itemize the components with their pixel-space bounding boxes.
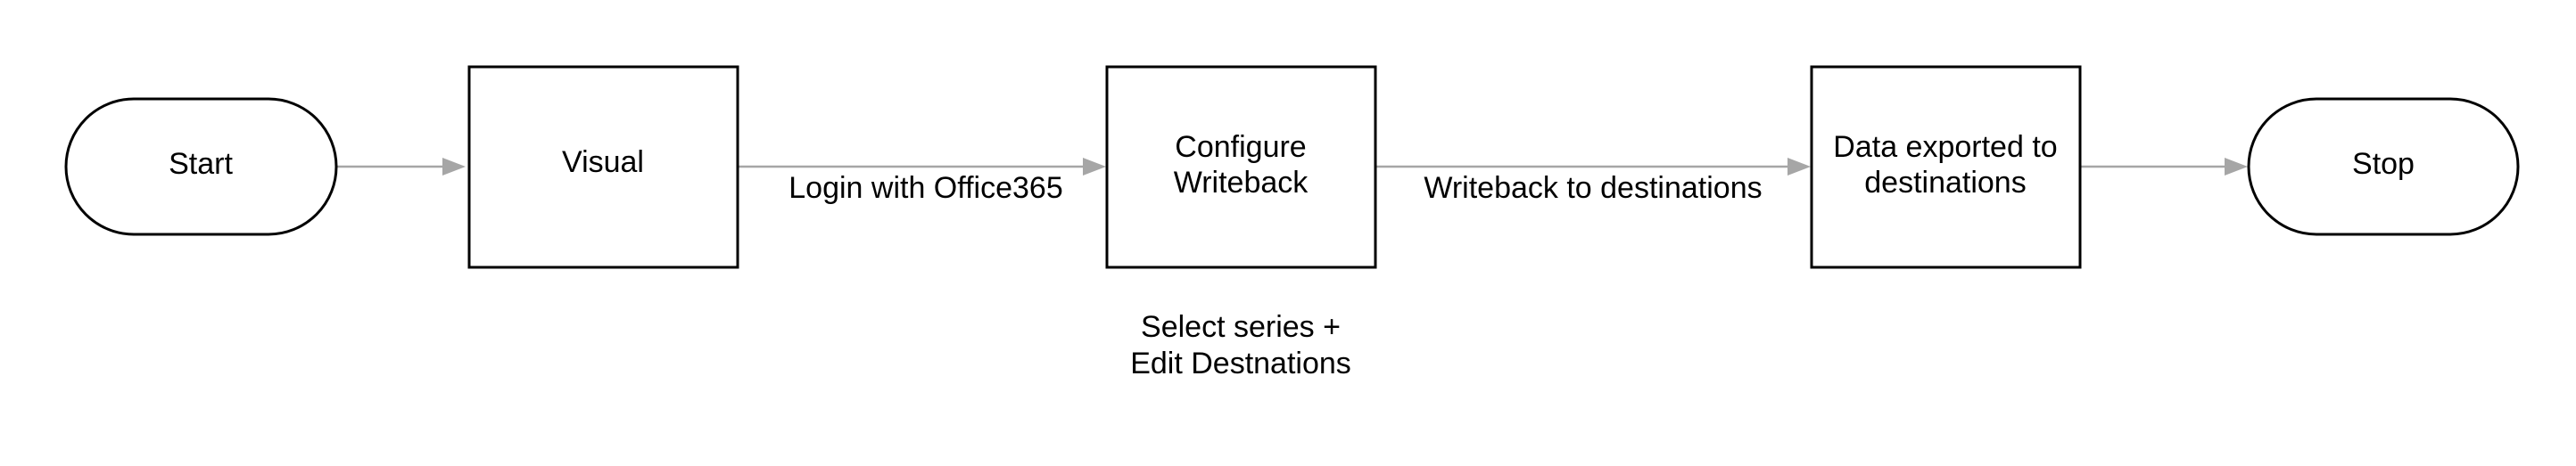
process-shape-visual <box>467 65 739 269</box>
node-stop: Stop <box>2247 97 2520 236</box>
node-configure-label-line2: Writeback <box>1174 166 1309 200</box>
note-select-series: Select series + Edit Destnations <box>1130 310 1351 380</box>
arrowhead-configure <box>1083 158 1106 176</box>
node-visual-label: Visual <box>562 145 644 179</box>
terminal-shape-start <box>64 97 338 236</box>
connectors <box>337 158 2248 176</box>
arrowhead-stop <box>2225 158 2248 176</box>
node-visual: Visual <box>467 65 739 269</box>
node-data-exported: Data exported to destinations <box>1810 65 2082 269</box>
arrowhead-exported <box>1788 158 1811 176</box>
node-stop-label: Stop <box>2352 147 2415 181</box>
node-configure-writeback: Configure Writeback <box>1105 65 1377 269</box>
note-line2: Edit Destnations <box>1130 347 1351 380</box>
node-configure-label-line1: Configure <box>1175 130 1306 164</box>
terminal-shape-stop <box>2247 97 2520 236</box>
process-shape-exported <box>1810 65 2082 269</box>
note-line1: Select series + <box>1141 310 1341 344</box>
node-exported-label-line1: Data exported to <box>1833 130 2057 164</box>
edge-label-login: Login with Office365 <box>788 171 1062 205</box>
edge-label-writeback: Writeback to destinations <box>1424 171 1762 205</box>
node-start: Start <box>64 97 338 236</box>
process-shape-configure <box>1105 65 1377 269</box>
node-start-label: Start <box>169 147 233 181</box>
node-exported-label-line2: destinations <box>1864 166 2026 200</box>
arrowhead-visual <box>442 158 466 176</box>
